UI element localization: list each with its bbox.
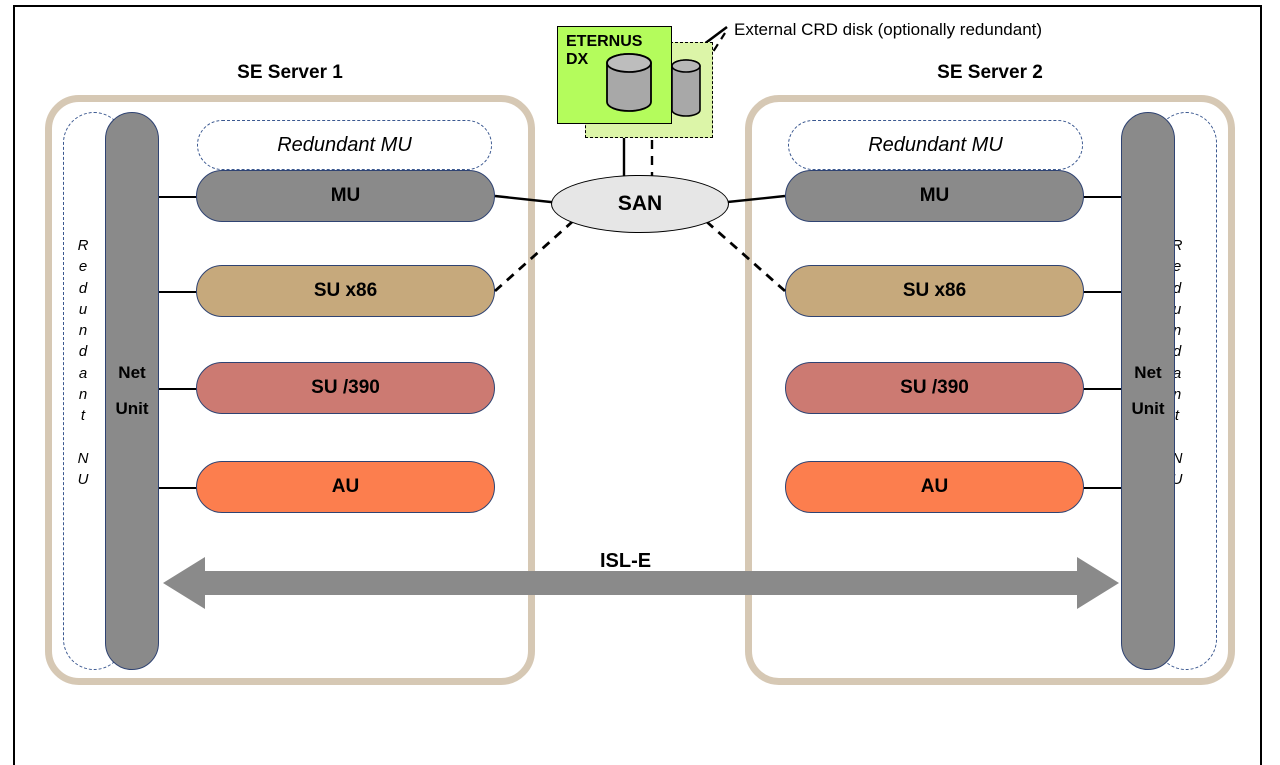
component-mu-left: MU xyxy=(196,170,495,222)
net-unit-line1-left: Net xyxy=(118,362,146,382)
link-nu-mu-right xyxy=(1077,196,1121,198)
link-nu-au-right xyxy=(1077,487,1121,489)
net-unit-line2-left: Unit xyxy=(115,399,149,418)
component-su-x86-right: SU x86 xyxy=(785,265,1084,317)
isl-e-label: ISL-E xyxy=(600,550,652,572)
net-unit-line2-right: Unit xyxy=(1131,399,1165,418)
net-unit-line1-right: Net xyxy=(1134,362,1162,382)
component-su-390-left: SU /390 xyxy=(196,362,495,414)
server-frame-left xyxy=(45,95,535,685)
link-nu-sux86-right xyxy=(1077,291,1121,293)
component-au-right: AU xyxy=(785,461,1084,513)
component-au-left: AU xyxy=(196,461,495,513)
component-su-x86-left: SU x86 xyxy=(196,265,495,317)
server-frame-right xyxy=(745,95,1235,685)
link-nu-mu-left xyxy=(159,196,203,198)
link-nu-au-left xyxy=(159,487,203,489)
component-mu-right: MU xyxy=(785,170,1084,222)
server-title-left: SE Server 1 xyxy=(237,62,343,83)
component-su-390-right: SU /390 xyxy=(785,362,1084,414)
storage-label-line1: ETERNUS xyxy=(566,33,643,50)
storage-label: ETERNUS DX xyxy=(566,33,642,70)
net-unit-left: Net Unit xyxy=(105,112,159,670)
link-nu-su390-right xyxy=(1077,388,1121,390)
server-title-right: SE Server 2 xyxy=(937,62,1043,83)
storage-label-line2: DX xyxy=(566,51,589,69)
storage-callout-label: External CRD disk (optionally redundant) xyxy=(734,20,1043,39)
redundant-mu-left: Redundant MU xyxy=(197,120,492,170)
link-nu-su390-left xyxy=(159,388,203,390)
redundant-mu-right: Redundant MU xyxy=(788,120,1083,170)
net-unit-right: Net Unit xyxy=(1121,112,1175,670)
link-nu-sux86-left xyxy=(159,291,203,293)
san-node: SAN xyxy=(551,175,729,233)
